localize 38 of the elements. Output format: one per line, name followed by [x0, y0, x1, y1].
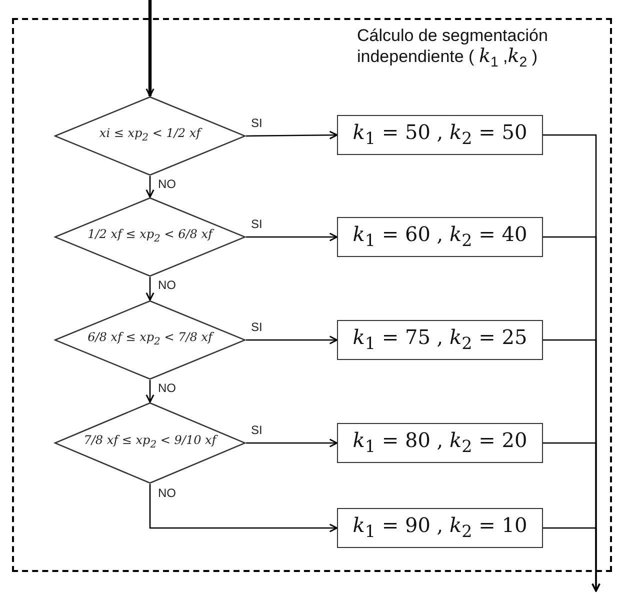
- result-box: [337, 423, 543, 463]
- result-text: k$_{1}$ = 90 , k$_{2}$ = 10: [352, 512, 528, 542]
- arrow: [246, 336, 338, 344]
- result-box: [337, 320, 543, 360]
- edge-label: NO: [157, 486, 177, 500]
- condition-text: 6/8 xf ≤ xp$_{2}$ < 7/8 xf: [88, 329, 212, 350]
- decision-diamond: [54, 96, 246, 176]
- dashed-group-frame: [12, 18, 612, 572]
- result-box: [337, 217, 543, 257]
- decision-diamond: [54, 402, 246, 484]
- edge-label: NO: [157, 278, 177, 292]
- edge-label: NO: [157, 177, 177, 191]
- edge-label: SI: [250, 217, 264, 231]
- arrow: [246, 130, 338, 140]
- result-box: [337, 508, 543, 548]
- result-text: k$_{1}$ = 60 , k$_{2}$ = 40: [352, 222, 528, 252]
- arrow: [543, 527, 600, 592]
- result-text: k$_{1}$ = 75 , k$_{2}$ = 25: [352, 324, 528, 354]
- arrow: [146, 0, 154, 97]
- result-text: k$_{1}$ = 50 , k$_{2}$ = 50: [352, 120, 528, 150]
- arrow: [146, 176, 154, 198]
- result-text: k$_{1}$ = 80 , k$_{2}$ = 20: [352, 428, 528, 458]
- condition-text: 1/2 xf ≤ xp$_{2}$ < 6/8 xf: [88, 226, 212, 247]
- condition-text: xi ≤ xp$_{2}$ < 1/2 xf: [99, 125, 201, 146]
- condition-text: 7/8 xf ≤ xp$_{2}$ < 9/10 xf: [84, 432, 216, 453]
- arrow: [246, 232, 338, 242]
- group-heading: Cálculo de segmentación independiente ( k$_{1}$ ,k$_{2}$ ): [357, 26, 549, 72]
- arrow: [149, 484, 338, 532]
- decision-diamond: [54, 197, 246, 277]
- arrow: [146, 380, 154, 403]
- edge-label: NO: [157, 381, 177, 395]
- decision-diamond: [54, 300, 246, 380]
- edge-label: SI: [250, 423, 264, 437]
- result-box: [337, 115, 543, 155]
- arrow: [146, 277, 154, 301]
- edge-label: SI: [250, 320, 264, 334]
- edge-label: SI: [250, 116, 264, 130]
- arrow: [246, 438, 338, 448]
